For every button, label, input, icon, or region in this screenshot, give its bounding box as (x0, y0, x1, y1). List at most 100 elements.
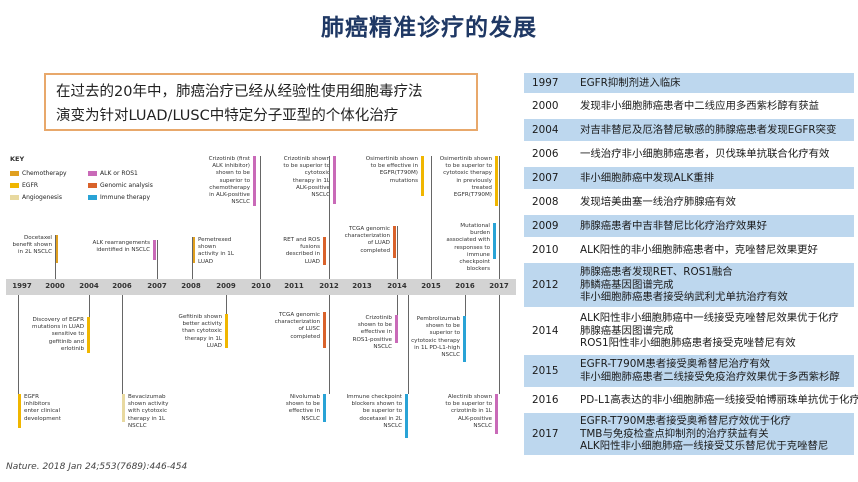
legend-label: ALK or ROS1 (100, 170, 138, 177)
connector-line (157, 240, 158, 279)
year-tick-label: 2004 (79, 282, 99, 290)
connector-line (122, 295, 123, 394)
event-text: Osimertinib shown to be effective in EGF… (365, 156, 418, 184)
table-row: 2016 PD-L1高表达的非小细胞肺癌一线接受帕博丽珠单抗优于化疗 (524, 389, 858, 413)
year-tick-label: 2007 (147, 282, 167, 290)
description-line: EGFR-T790M患者接受奥希替尼治疗有效 (580, 358, 771, 371)
table-row: 2015 EGFR-T790M患者接受奥希替尼治疗有效非小细胞肺癌患者二线接受免疫… (524, 355, 854, 389)
timeline-event: Immune checkpoint blockers shown to be s… (346, 394, 408, 438)
description-line: ALK阳性非小细胞肺癌一线接受艾乐替尼优于克唑替尼 (580, 440, 829, 453)
event-text: Osimertinib shown to be superior to cyto… (439, 156, 492, 199)
year-tick-label: 2011 (284, 282, 304, 290)
table-row: 2006 一线治疗非小细胞肺癌患者，贝伐珠单抗联合化疗有效 (524, 143, 854, 167)
table-year: 2016 (532, 393, 559, 406)
event-text: Discovery of EGFR mutations in LUAD sens… (32, 317, 84, 352)
timeline-event: Docetaxel benefit shown in 2L NSCLC (10, 235, 58, 263)
timeline-event: Discovery of EGFR mutations in LUAD sens… (30, 317, 90, 353)
category-bar (253, 156, 256, 206)
connector-line (499, 295, 500, 394)
timeline-event: Bevacizumab shown activity with cytotoxi… (122, 394, 182, 429)
legend-item: EGFR (10, 182, 38, 189)
category-bar (405, 394, 408, 438)
legend-title: KEY (10, 155, 25, 163)
timeline-event: Nivolumab shown to be effective in NSCLC (272, 394, 326, 422)
event-text: TCGA genomic characterization of LUSC co… (274, 312, 320, 340)
year-tick-label: 2016 (455, 282, 475, 290)
connector-line (329, 295, 330, 394)
description-line: 肺腺癌患者中吉非替尼比化疗治疗效果好 (580, 219, 768, 232)
category-bar (323, 394, 326, 422)
description-line: 一线治疗非小细胞肺癌患者，贝伐珠单抗联合化疗有效 (580, 147, 830, 160)
table-year: 2012 (532, 278, 559, 291)
table-year: 2015 (532, 364, 559, 377)
table-description: 对吉非替尼及厄洛替尼敏感的肺腺癌患者发现EGFR突变 (580, 124, 854, 137)
connector-line (226, 295, 227, 314)
category-bar (395, 315, 398, 343)
description-line: 非小细胞肺癌患者二线接受免疫治疗效果优于多西紫杉醇 (580, 371, 840, 383)
table-year: 2014 (532, 324, 559, 337)
year-tick-label: 2009 (216, 282, 236, 290)
timeline-event: RET and ROS fusions described in LUAD (272, 237, 326, 265)
connector-line (499, 156, 500, 279)
legend-label: Immune therapy (100, 194, 151, 201)
category-bar (122, 394, 125, 422)
legend-label: Genomic analysis (100, 182, 153, 189)
event-text: Crizotinib (first ALK inhibitor) shown t… (208, 156, 250, 206)
description-line: 发现非小细胞肺癌患者中二线应用多西紫杉醇有获益 (580, 99, 819, 112)
table-description: PD-L1高表达的非小细胞肺癌一线接受帕博丽珠单抗优于化疗 (580, 394, 858, 407)
category-bar (495, 394, 498, 434)
legend-item: Chemotherapy (10, 170, 67, 177)
event-text: Nivolumab shown to be effective in NSCLC (285, 394, 320, 422)
table-year: 2000 (532, 99, 559, 112)
event-text: Bevacizumab shown activity with cytotoxi… (128, 394, 169, 429)
timeline-event: Osimertinib shown to be effective in EGF… (364, 156, 424, 196)
event-text: Crizotinib shown to be superior to cytot… (283, 156, 330, 199)
legend-swatch (88, 183, 97, 188)
timeline-event: TCGA genomic characterization of LUSC co… (272, 312, 326, 348)
legend-swatch (10, 195, 19, 200)
table-year: 2009 (532, 219, 559, 232)
table-row: 2012 肺腺癌患者发现RET、ROS1融合肺鳞癌基因图谱完成非小细胞肺癌患者接受… (524, 263, 854, 309)
description-line: 非小细胞肺癌患者接受纳武利尤单抗治疗有效 (580, 291, 788, 304)
year-tick-label: 2008 (181, 282, 201, 290)
event-text: Pemetrexed shown activity in 1L LUAD (198, 237, 234, 265)
description-line: ALK阳性的非小细胞肺癌患者中，克唑替尼效果更好 (580, 243, 818, 256)
category-bar (463, 316, 466, 362)
table-year: 2006 (532, 147, 559, 160)
timeline-axis (6, 279, 516, 295)
year-tick-label: 2014 (387, 282, 407, 290)
table-description: 发现非小细胞肺癌患者中二线应用多西紫杉醇有获益 (580, 100, 854, 113)
table-description: EGFR抑制剂进入临床 (580, 77, 854, 90)
legend-item: Angiogenesis (10, 194, 62, 201)
year-tick-label: 1997 (12, 282, 32, 290)
timeline-event: EGFR inhibitors enter clinical developme… (18, 394, 66, 428)
timeline-event: Gefitinib shown better activity than cyt… (170, 314, 228, 349)
timeline-event: Crizotinib shown to be effective in ROS1… (346, 315, 398, 350)
event-text: Mutational burden associated with respon… (446, 223, 490, 273)
event-text: Gefitinib shown better activity than cyt… (178, 314, 222, 349)
timeline-event: Crizotinib shown to be superior to cytot… (282, 156, 336, 204)
description-line: ALK阳性非小细胞肺癌中一线接受克唑替尼效果优于化疗 (580, 312, 839, 325)
table-description: 肺腺癌患者中吉非替尼比化疗治疗效果好 (580, 220, 854, 233)
intro-box: 在过去的20年中，肺癌治疗已经从经验性使用细胞毒疗法 演变为针对LUAD/LUS… (44, 73, 478, 131)
event-text: Pembrolizumab shown to be superior to cy… (411, 316, 460, 359)
timeline-event: Alectinib shown to be superior to crizot… (442, 394, 498, 434)
year-tick-label: 2013 (352, 282, 372, 290)
legend-label: Angiogenesis (22, 194, 62, 201)
description-line: 发现培美曲塞一线治疗肺腺癌有效 (580, 195, 736, 208)
event-text: ALK rearrangements identified in NSCLC (92, 240, 150, 254)
timeline-event: Pembrolizumab shown to be superior to cy… (406, 316, 466, 362)
page-title: 肺癌精准诊疗的发展 (321, 15, 537, 41)
table-description: 肺腺癌患者发现RET、ROS1融合肺鳞癌基因图谱完成非小细胞肺癌患者接受纳武利尤… (580, 266, 854, 304)
connector-line (55, 235, 56, 279)
connector-line (397, 226, 398, 279)
category-bar (495, 156, 498, 206)
category-bar (333, 156, 336, 204)
